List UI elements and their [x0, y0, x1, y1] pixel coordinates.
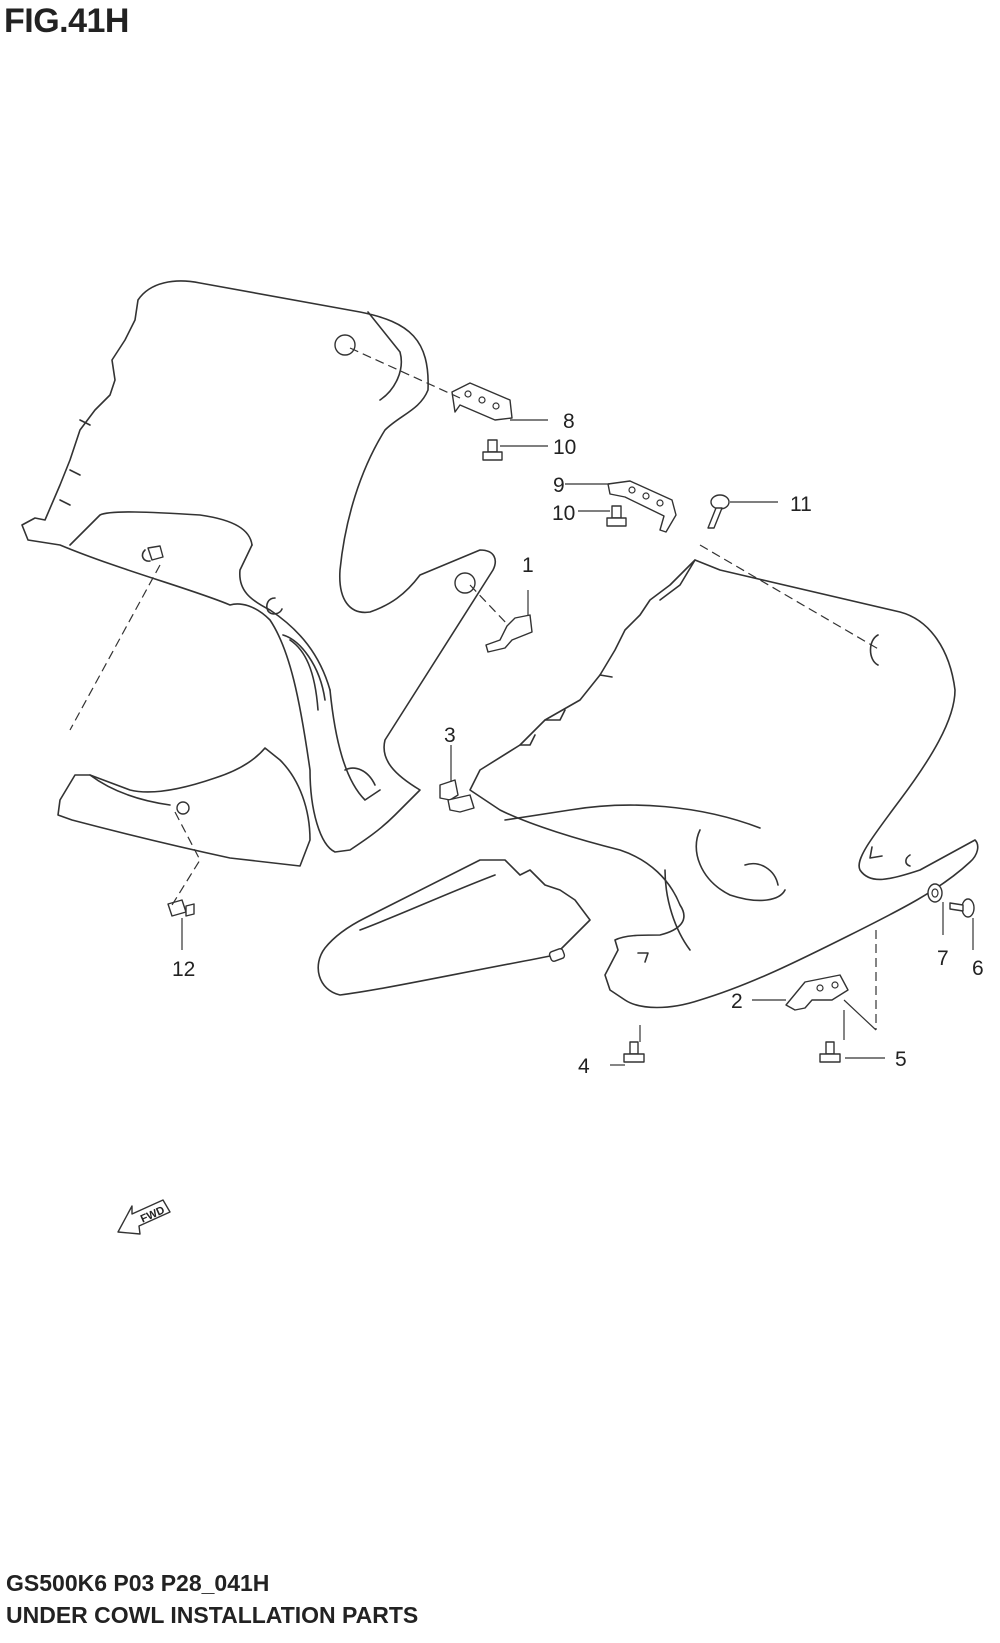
callout-3: 3 — [444, 724, 456, 747]
screw-12 — [167, 899, 195, 917]
callout-4: 4 — [578, 1055, 590, 1078]
bracket-8 — [451, 382, 513, 421]
figure-name: UNDER COWL INSTALLATION PARTS — [6, 1602, 419, 1628]
callout-7: 7 — [937, 947, 949, 970]
bolt-10-lower — [606, 505, 627, 527]
callout-9: 9 — [553, 474, 565, 497]
bolt-6 — [949, 898, 975, 918]
right-inner-cowl — [469, 559, 979, 1009]
clip-1 — [454, 572, 533, 653]
callout-1: 1 — [522, 554, 534, 577]
leader-lines — [69, 347, 974, 1066]
model-code: GS500K6 P03 P28_041H — [6, 1570, 270, 1596]
callout-11: 11 — [790, 493, 812, 516]
bracket-2 — [785, 974, 849, 1011]
callout-10-upper: 10 — [553, 436, 576, 459]
callout-6: 6 — [972, 957, 984, 980]
fwd-arrow-icon: FWD — [117, 1199, 171, 1235]
bolt-10-upper — [482, 439, 503, 461]
figure-title: FIG.41H — [4, 2, 129, 40]
fwd-label: FWD — [139, 1204, 167, 1225]
bracket-9 — [607, 480, 677, 533]
left-inner-cowl — [21, 280, 496, 853]
callout-8: 8 — [563, 410, 575, 433]
callout-5: 5 — [895, 1048, 907, 1071]
lower-front-piece — [317, 859, 591, 996]
callout-12: 12 — [172, 958, 195, 981]
callout-10-lower: 10 — [552, 502, 575, 525]
left-under-cowl — [57, 747, 311, 867]
bolt-4 — [623, 1041, 645, 1063]
bolt-5 — [819, 1041, 841, 1063]
clip-3 — [439, 779, 475, 813]
callout-2: 2 — [731, 990, 743, 1013]
nut-7 — [927, 883, 943, 903]
screw-11 — [707, 494, 730, 529]
